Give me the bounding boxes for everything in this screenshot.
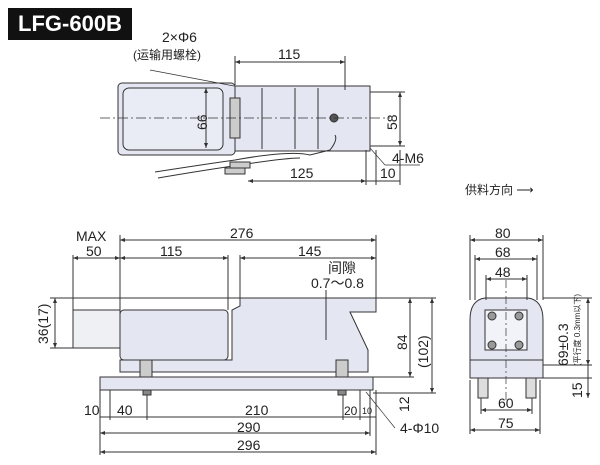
side-dim-75: 75: [498, 415, 514, 431]
side-dim-69: 69±0.3: [555, 323, 571, 366]
top-view: [100, 56, 420, 185]
top-dim-66: 66: [194, 114, 210, 130]
top-dim-115: 115: [278, 46, 301, 62]
bolt-label: 2×Φ6: [162, 29, 197, 45]
feed-direction: 供料方向 ⟶: [465, 183, 534, 197]
side-dim-80: 80: [495, 225, 511, 241]
front-dim-36-17: 36(17): [35, 303, 51, 344]
front-dim-40: 40: [117, 402, 133, 418]
hole-label: 4-Φ10: [400, 420, 440, 436]
front-dim-10b: 10: [362, 406, 373, 416]
bolt-note: (运输用螺栓): [133, 48, 201, 62]
parallel-note: (平行度 0.3mm以下): [573, 294, 582, 366]
max-label: MAX: [76, 228, 107, 244]
side-dim-48: 48: [495, 264, 511, 280]
front-dim-210: 210: [245, 402, 269, 418]
front-dim-20: 20: [344, 404, 358, 418]
top-dim-58: 58: [384, 114, 400, 130]
front-dim-145: 145: [298, 243, 322, 259]
front-dim-276: 276: [230, 225, 254, 241]
gap-value: 0.7～0.8: [311, 275, 364, 291]
front-dim-10a: 10: [84, 402, 100, 418]
front-dim-50: 50: [86, 243, 102, 259]
gap-label: 间隙: [328, 260, 356, 276]
front-dim-102: (102): [415, 335, 431, 368]
front-dim-12: 12: [396, 396, 412, 412]
side-dim-60: 60: [498, 395, 514, 411]
front-dim-115: 115: [160, 243, 183, 259]
top-dim-125: 125: [290, 165, 314, 181]
front-dim-296: 296: [237, 437, 261, 453]
model-title: LFG-600B: [8, 8, 132, 40]
front-view: [50, 235, 436, 455]
side-dim-68: 68: [495, 244, 511, 260]
thread-label: 4-M6: [392, 150, 424, 166]
side-dim-15: 15: [569, 382, 585, 398]
side-view: [469, 235, 592, 434]
front-dim-84: 84: [394, 334, 410, 350]
top-dim-10: 10: [380, 165, 396, 181]
front-dim-290: 290: [237, 419, 261, 435]
